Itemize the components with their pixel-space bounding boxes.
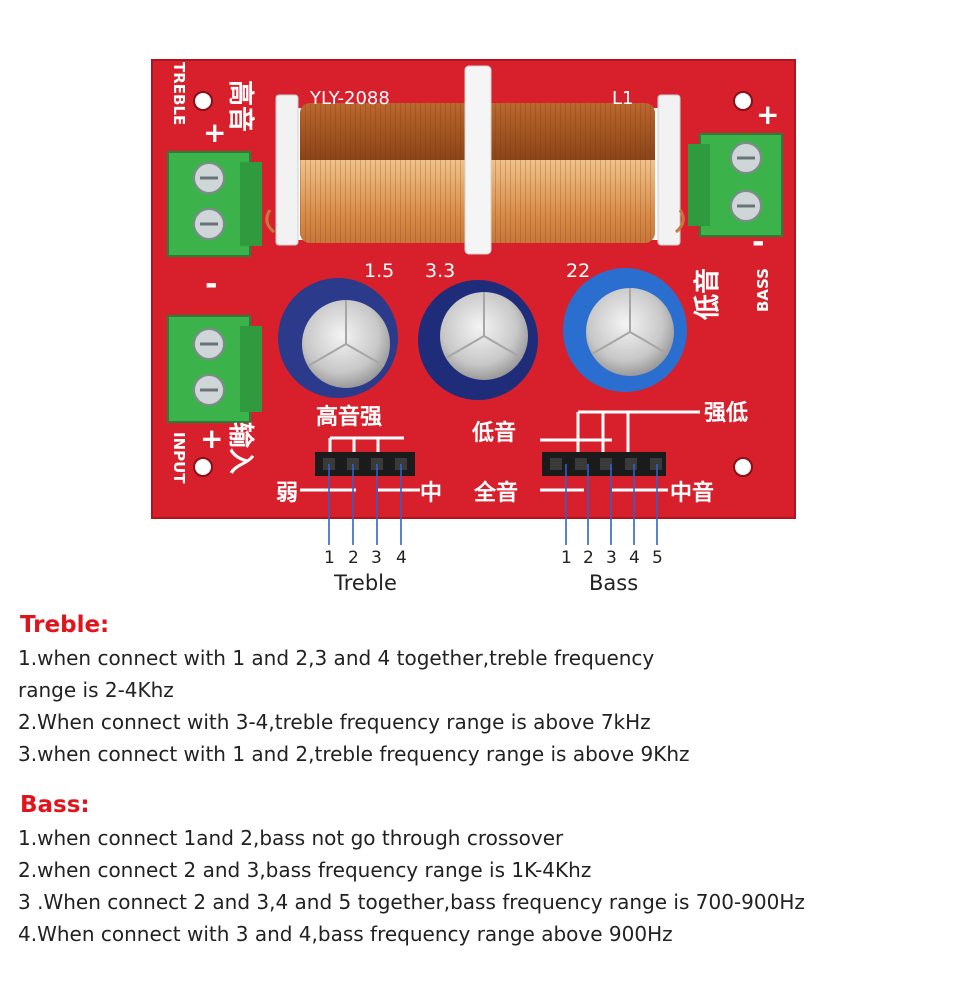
bass-line-1: 1.when connect 1and 2,bass not go throug…: [18, 826, 564, 850]
capacitor-3: [563, 268, 687, 392]
treble-header-right-label: 中: [420, 481, 442, 506]
bass-line-4: 4.When connect with 3 and 4,bass frequen…: [18, 922, 673, 946]
treble-terminal-label-cn: 高音: [225, 80, 256, 132]
inductor-coil: [265, 65, 685, 255]
treble-description: Treble: 1.when connect with 1 and 2,3 an…: [18, 612, 948, 770]
bass-header-top-left-label: 低音: [471, 420, 516, 446]
bass-line-3: 3 .When connect 2 and 3,4 and 5 together…: [18, 890, 805, 914]
bass-pin-3-label: 3: [606, 548, 617, 568]
bass-terminal-plus: +: [756, 98, 779, 131]
bass-pin-4-label: 4: [629, 548, 640, 568]
bass-header-right-label: 中音: [670, 480, 714, 506]
treble-pin-1-label: 1: [324, 548, 335, 568]
bass-terminal-label-cn: 低音: [692, 268, 723, 321]
bass-pin-5-label: 5: [652, 548, 663, 568]
treble-terminal-plus: +: [203, 116, 226, 149]
capacitor-2: [418, 280, 538, 400]
bass-header-top-right-label: 强低: [704, 401, 748, 426]
bass-section-title: Bass:: [20, 792, 90, 818]
treble-line-3: 2.When connect with 3-4,treble frequency…: [18, 710, 651, 734]
treble-line-4: 3.when connect with 1 and 2,treble frequ…: [18, 742, 690, 766]
treble-header-left-label: 弱: [276, 481, 298, 506]
capacitor-1-value: 1.5: [364, 260, 394, 282]
capacitor-2-value: 3.3: [425, 260, 455, 282]
bass-pin-2-label: 2: [583, 548, 594, 568]
input-terminal-label-en: INPUT: [170, 432, 188, 484]
treble-header-top-label: 高音强: [316, 404, 382, 430]
bass-output-terminal: [688, 133, 783, 237]
treble-line-1: 1.when connect with 1 and 2,3 and 4 toge…: [18, 646, 655, 670]
bass-description: Bass: 1.when connect 1and 2,bass not go …: [18, 792, 948, 950]
mounting-holes: [193, 91, 753, 477]
capacitor-1: [278, 278, 398, 398]
bass-header-left-label: 全音: [473, 480, 518, 506]
crossover-board-photo: YLY-2088 L1 TREBLE 高音 + - INPUT 输入 + BAS…: [151, 59, 796, 545]
bass-group-caption: Bass: [589, 571, 639, 595]
treble-pin-3-label: 3: [371, 548, 382, 568]
treble-terminal-label-en: TREBLE: [170, 62, 188, 125]
treble-output-terminal: [167, 151, 262, 257]
bass-jumper-header: [540, 410, 700, 492]
treble-pin-4-label: 4: [396, 548, 407, 568]
pin-callout-lines: [328, 464, 658, 545]
bass-line-2: 2.when connect 2 and 3,bass frequency ra…: [18, 858, 592, 882]
input-terminal-label-cn: 输入: [225, 422, 256, 474]
treble-jumper-header: [300, 436, 420, 492]
bass-terminal-minus: -: [752, 225, 764, 260]
bass-terminal-label-en: BASS: [754, 268, 772, 312]
treble-group-caption: Treble: [334, 571, 397, 595]
treble-line-2: range is 2-4Khz: [18, 678, 174, 702]
input-terminal: [167, 315, 262, 423]
treble-section-title: Treble:: [20, 612, 110, 638]
treble-terminal-minus: -: [205, 267, 217, 302]
bass-pin-1-label: 1: [561, 548, 572, 568]
input-terminal-plus: +: [200, 422, 223, 455]
treble-pin-2-label: 2: [348, 548, 359, 568]
inductor-label: L1: [612, 88, 633, 109]
capacitor-3-value: 22: [566, 260, 590, 282]
board-model-label: YLY-2088: [309, 88, 390, 109]
